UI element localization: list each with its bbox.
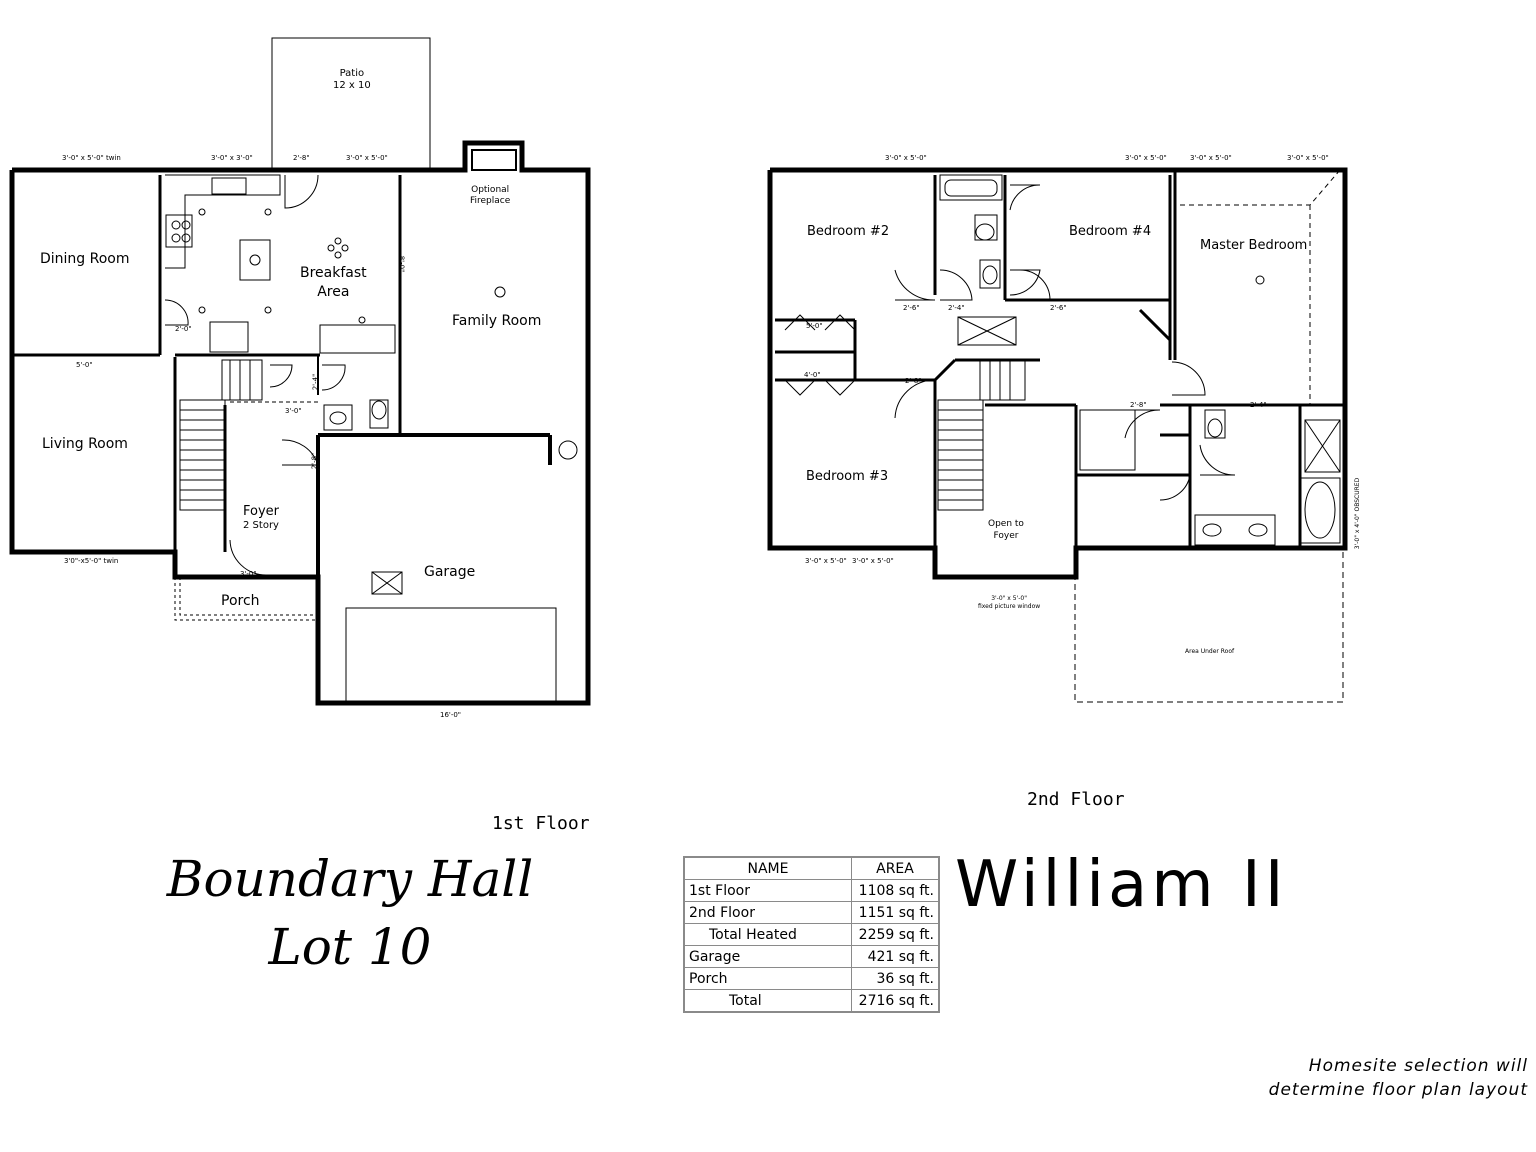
dim-door-d: 2'-8" <box>905 377 922 385</box>
area-table: NAME AREA 1st Floor 1108 sq ft. 2nd Floo… <box>683 856 940 1013</box>
row-name: Porch <box>684 967 852 990</box>
master-bedroom-label: Master Bedroom <box>1200 238 1308 253</box>
row-name: Total Heated <box>684 923 852 946</box>
dim-foyer-door: 2'-8" <box>310 452 319 470</box>
fireplace <box>471 149 517 171</box>
header-name: NAME <box>684 857 852 880</box>
dim-family-opening: 8'-0" <box>397 255 406 273</box>
dim-kitchen-door: 2'-8" <box>293 154 310 162</box>
breakfast-line2: Area <box>317 284 350 300</box>
dim-master-window-2: 3'-0" x 5'-0" <box>1287 154 1329 162</box>
dim-door-f: 2'-4" <box>1250 401 1267 409</box>
row-area: 2259 sq ft. <box>851 923 939 946</box>
breakfast-area-label: Breakfast Area <box>300 264 367 302</box>
table-row: 1st Floor 1108 sq ft. <box>684 879 939 902</box>
second-floor-plan <box>767 167 1348 703</box>
patio-outline <box>271 37 431 169</box>
bedroom-2-label: Bedroom #2 <box>807 224 890 239</box>
patio-size: 12 x 10 <box>333 80 371 91</box>
foyer-label: Foyer 2 Story <box>243 505 279 533</box>
development-name: Boundary Hall <box>166 850 534 908</box>
row-area: 36 sq ft. <box>851 967 939 990</box>
dim-bed3-window-b: 3'-0" x 5'-0" <box>852 557 894 565</box>
dim-bed2-closet: 5'-0" <box>806 322 823 330</box>
dim-door-a: 2'-6" <box>903 304 920 312</box>
table-row: Total Heated 2259 sq ft. <box>684 923 939 946</box>
fireplace-label: Optional Fireplace <box>470 185 510 207</box>
row-name: Total <box>684 989 852 1012</box>
fireplace-line2: Fireplace <box>470 196 511 206</box>
row-area: 1151 sq ft. <box>851 901 939 924</box>
dim-garage-door: 16'-0" <box>440 711 462 719</box>
area-under-roof-outline <box>1074 549 1344 703</box>
living-room-label: Living Room <box>42 436 128 452</box>
table-row: Garage 421 sq ft. <box>684 945 939 968</box>
dim-porch-door: 3'-0" <box>240 570 257 578</box>
foyer-name: Foyer <box>243 504 280 519</box>
second-floor-outer-wall <box>767 167 1348 580</box>
dining-room-label: Dining Room <box>40 251 130 267</box>
homesite-note: Homesite selection will determine floor … <box>1269 1054 1528 1102</box>
dim-breakfast-window: 3'-0" x 5'-0" <box>346 154 388 162</box>
dim-master-window-1: 3'-0" x 5'-0" <box>1190 154 1232 162</box>
note-line2: determine floor plan layout <box>1268 1080 1528 1100</box>
picture-window-line2: fixed picture window <box>978 603 1041 610</box>
header-area: AREA <box>851 857 939 880</box>
picture-window-line1: 3'-0" x 5'-0" <box>991 595 1027 602</box>
second-floor-title: 2nd Floor <box>1027 789 1125 810</box>
model-name: William II <box>955 848 1288 922</box>
garage-label: Garage <box>424 564 476 580</box>
foyer-note: 2 Story <box>243 520 279 531</box>
bedroom-4-label: Bedroom #4 <box>1069 224 1152 239</box>
area-table-header: NAME AREA <box>684 857 939 880</box>
table-row: Porch 36 sq ft. <box>684 967 939 990</box>
fireplace-line1: Optional <box>471 185 510 195</box>
patio-label: Patio 12 x 10 <box>333 68 371 92</box>
dim-door-c: 2'-6" <box>1050 304 1067 312</box>
table-row: Total 2716 sq ft. <box>684 989 939 1012</box>
development-title: Boundary Hall Lot 10 <box>120 845 580 981</box>
open-to-foyer-label: Open to Foyer <box>988 518 1024 542</box>
open-to-foyer-line2: Foyer <box>993 531 1019 541</box>
open-to-foyer-line1: Open to <box>988 519 1024 529</box>
note-line1: Homesite selection will <box>1308 1056 1528 1076</box>
dim-bath-window: 3'-0" x 5'-0" <box>1125 154 1167 162</box>
dim-kitchen-window: 3'-0" x 3'-0" <box>211 154 253 162</box>
dim-obscured-window: 3'-0" x 4'-0" OBSCURED <box>1354 477 1362 550</box>
dim-dining-window: 3'-0" x 5'-0" twin <box>62 154 121 162</box>
dim-bed3-closet: 4'-0" <box>804 371 821 379</box>
dim-bath-door: 2'-4" <box>311 373 320 391</box>
dim-dining-opening: 5'-0" <box>76 361 93 369</box>
table-row: 2nd Floor 1151 sq ft. <box>684 901 939 924</box>
first-floor-outer-wall <box>9 140 591 706</box>
row-area: 1108 sq ft. <box>851 879 939 902</box>
lot-number: Lot 10 <box>268 918 432 976</box>
dim-living-window: 3'0"-x5'-0" twin <box>64 557 119 565</box>
row-area: 421 sq ft. <box>851 945 939 968</box>
row-name: 1st Floor <box>684 879 852 902</box>
first-floor-title: 1st Floor <box>492 813 590 834</box>
patio-name: Patio <box>339 68 365 79</box>
dim-hall: 3'-0" <box>285 407 302 415</box>
row-name: Garage <box>684 945 852 968</box>
dim-bed2-window: 3'-0" x 5'-0" <box>885 154 927 162</box>
dim-closet: 2'-0" <box>175 325 192 333</box>
breakfast-line1: Breakfast <box>300 265 367 281</box>
family-room-label: Family Room <box>452 313 542 329</box>
dim-bed3-window-a: 3'-0" x 5'-0" <box>805 557 847 565</box>
bedroom-3-label: Bedroom #3 <box>806 469 889 484</box>
first-floor-plan <box>9 37 591 706</box>
row-name: 2nd Floor <box>684 901 852 924</box>
dim-door-b: 2'-4" <box>948 304 965 312</box>
picture-window-label: 3'-0" x 5'-0" fixed picture window <box>978 595 1040 611</box>
dim-door-e: 2'-8" <box>1130 401 1147 409</box>
row-area: 2716 sq ft. <box>851 989 939 1012</box>
area-under-roof-label: Area Under Roof <box>1185 648 1235 655</box>
porch-label: Porch <box>221 593 260 609</box>
